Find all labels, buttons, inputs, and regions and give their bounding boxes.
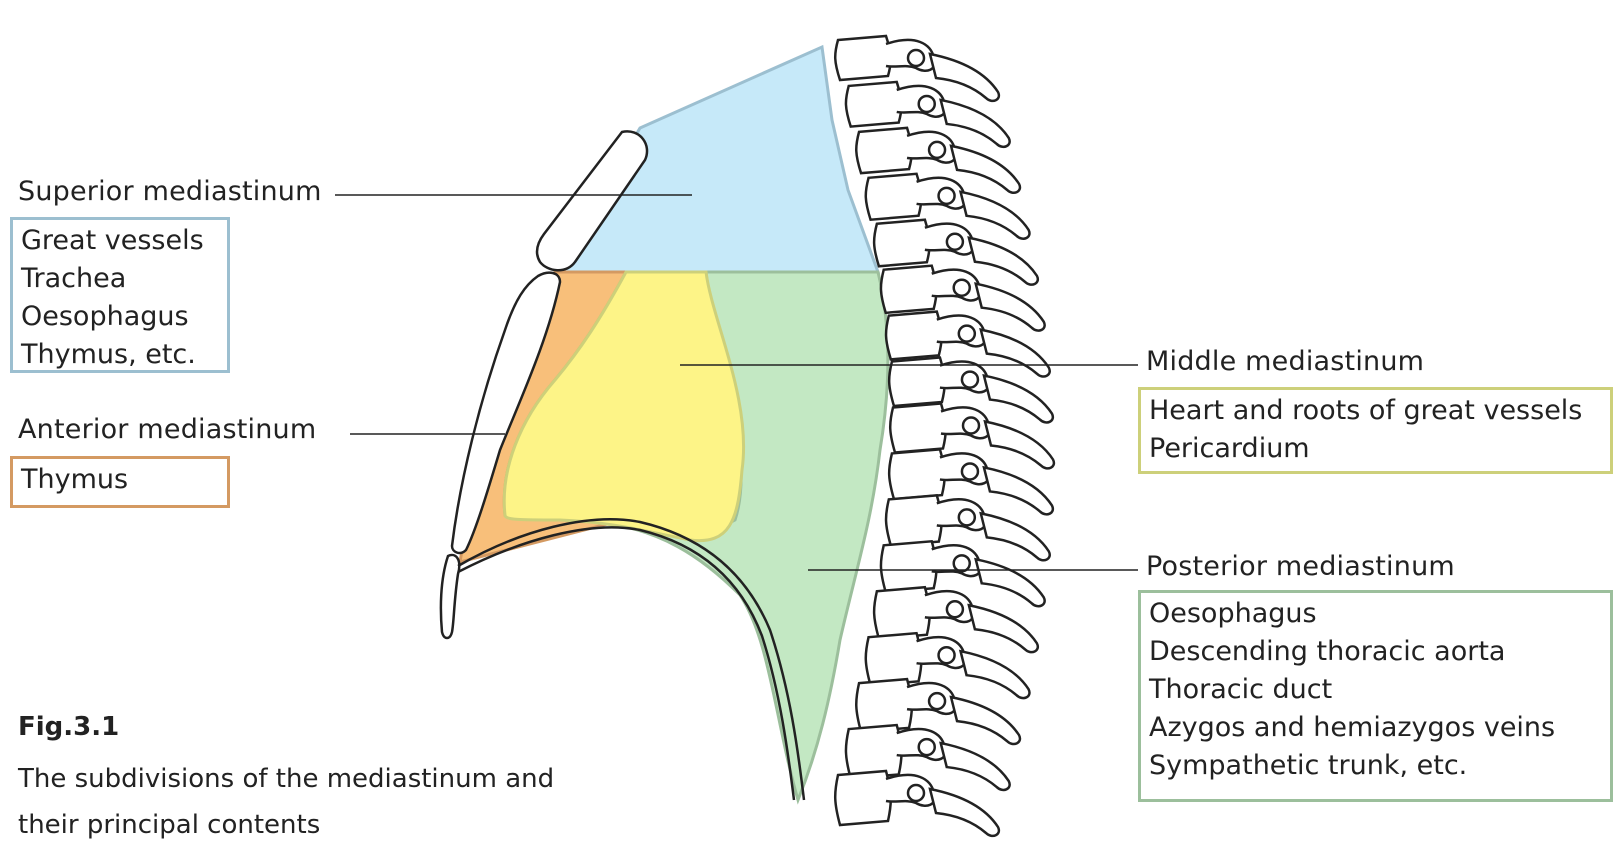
articular-facet	[945, 600, 965, 619]
articular-facet	[960, 462, 980, 481]
content-item: Thymus, etc.	[21, 339, 196, 370]
vertebra-body	[889, 402, 947, 454]
posterior-mediastinum-label: Posterior mediastinum	[1146, 551, 1455, 582]
spinous-process	[939, 98, 1011, 149]
content-item: Sympathetic trunk, etc.	[1149, 750, 1468, 781]
superior-mediastinum-label: Superior mediastinum	[18, 176, 322, 207]
sternal-body	[450, 271, 562, 555]
spinous-process	[949, 144, 1022, 194]
vertebra-body	[879, 264, 938, 315]
posterior-mediastinum-region	[599, 270, 890, 805]
spinous-process	[982, 465, 1055, 516]
spinous-process	[974, 282, 1046, 332]
vertebra-body	[872, 218, 931, 268]
vertebra-body	[855, 677, 914, 734]
articular-facet	[952, 278, 971, 297]
vertebra-body	[884, 494, 943, 547]
anterior-mediastinum-label: Anterior mediastinum	[18, 414, 317, 445]
spinous-process	[939, 741, 1011, 792]
content-item: Pericardium	[1149, 433, 1310, 464]
vertebra-body	[884, 310, 943, 361]
spinous-process	[958, 190, 1031, 240]
content-item: Thymus	[21, 464, 129, 495]
superior-contents-box: Great vessels Trachea Oesophagus Thymus,…	[10, 217, 230, 373]
vertebra-body	[834, 34, 892, 82]
vertebra-body	[834, 769, 892, 827]
middle-mediastinum-label: Middle mediastinum	[1146, 346, 1425, 377]
articular-facet	[957, 324, 977, 343]
spinous-process	[949, 695, 1022, 746]
vertebra-body	[844, 723, 903, 780]
posterior-contents-box: Oesophagus Descending thoracic aorta Tho…	[1138, 590, 1613, 802]
content-item: Thoracic duct	[1149, 674, 1333, 705]
anterior-contents-box: Thymus	[10, 456, 230, 508]
vertebra-body	[855, 126, 914, 175]
articular-facet	[945, 232, 965, 251]
spinous-process	[967, 236, 1040, 286]
spinous-process	[979, 328, 1051, 378]
manubrium	[535, 130, 649, 272]
articular-facet	[927, 140, 947, 160]
vertebra-body	[872, 585, 931, 641]
diaphragm	[457, 518, 806, 801]
articular-facet	[917, 94, 936, 114]
spinous-process	[979, 511, 1051, 562]
articular-facet	[960, 370, 980, 389]
xiphoid	[439, 553, 461, 640]
figure-caption: The subdivisions of the mediastinum and …	[18, 764, 555, 840]
sternum	[439, 130, 649, 640]
spinous-process	[928, 787, 1001, 838]
spinous-process	[967, 603, 1040, 654]
vertebra-body	[864, 172, 923, 222]
articular-facet	[957, 508, 977, 527]
vertebral-column	[834, 34, 1056, 838]
articular-facet	[961, 416, 981, 435]
spinous-process	[983, 419, 1056, 470]
spinous-process	[974, 557, 1046, 608]
middle-contents-box: Heart and roots of great vessels Pericar…	[1138, 387, 1613, 474]
articular-facet	[906, 48, 926, 68]
vertebra-body	[879, 539, 938, 594]
figure-number: Fig.3.1	[18, 712, 120, 742]
articular-facet	[917, 737, 936, 757]
articular-facet	[927, 691, 947, 711]
content-item: Trachea	[21, 263, 127, 294]
spinous-process	[982, 373, 1055, 424]
spinous-process	[928, 52, 1001, 103]
content-item: Heart and roots of great vessels	[1149, 395, 1583, 426]
vertebra-body	[864, 631, 923, 687]
content-item: Oesophagus	[1149, 598, 1317, 629]
vertebra-body	[844, 80, 903, 128]
vertebra-body	[887, 448, 946, 501]
content-item: Great vessels	[21, 225, 204, 256]
articular-facet	[937, 186, 956, 206]
spinous-process	[958, 649, 1031, 700]
leader-lines	[335, 194, 1138, 571]
articular-facet	[952, 554, 971, 573]
content-item: Oesophagus	[21, 301, 189, 332]
articular-facet	[906, 783, 926, 803]
content-item: Descending thoracic aorta	[1149, 636, 1506, 667]
articular-facet	[937, 645, 956, 665]
content-item: Azygos and hemiazygos veins	[1149, 712, 1556, 743]
